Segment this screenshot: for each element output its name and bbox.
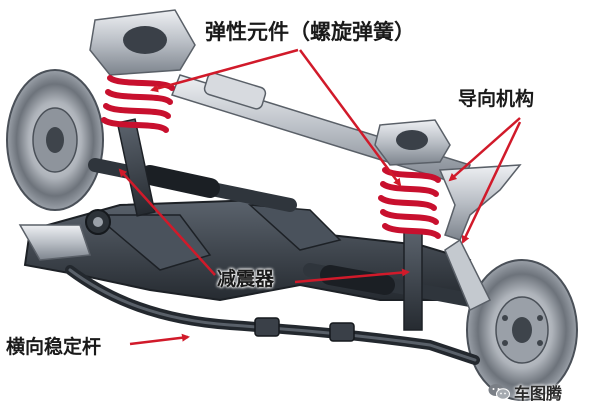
left-lower-bracket (18, 209, 111, 261)
arrow-guide-upper (448, 117, 521, 182)
right-brake-disc (466, 259, 578, 401)
right-drive-shaft (303, 263, 477, 307)
sway-bar (65, 265, 480, 365)
arrow-spring-left (150, 48, 299, 93)
label-spring: 弹性元件（螺旋弹簧） (205, 20, 415, 44)
right-coil-spring (378, 167, 441, 239)
arrow-guide-lower (461, 121, 522, 244)
left-coil-spring (101, 75, 175, 133)
arrow-sway (129, 333, 190, 346)
watermark: 车图腾 (488, 380, 562, 404)
arrow-shock-right (294, 268, 410, 284)
left-strut (89, 9, 196, 217)
left-brake-disc (6, 69, 104, 211)
label-sway-bar: 横向稳定杆 (6, 336, 102, 358)
watermark-text: 车图腾 (514, 384, 563, 403)
label-shock-absorber: 减震器 (217, 268, 275, 290)
callout-arrows (118, 48, 522, 346)
right-control-arm (438, 164, 522, 312)
left-drive-shaft (88, 158, 297, 212)
arrow-shock-left (118, 168, 216, 276)
label-guide-mechanism: 导向机构 (458, 88, 535, 110)
wechat-icon (488, 384, 510, 400)
right-strut (374, 119, 451, 331)
arrow-spring-right (298, 49, 402, 187)
